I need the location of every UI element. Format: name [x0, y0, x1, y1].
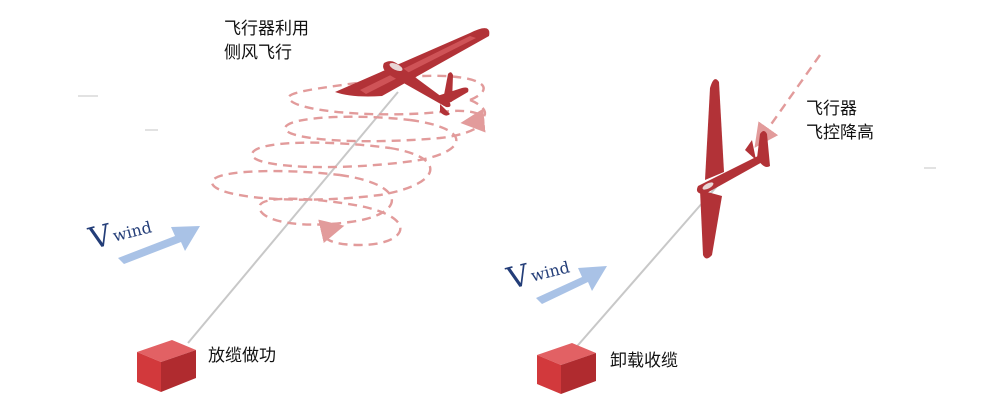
- left-tether: [187, 91, 399, 344]
- right-caption-line1: 飞行器: [806, 99, 857, 119]
- right-ground-caption: 卸载收缆: [610, 351, 678, 371]
- right-ground-box-icon: [537, 343, 596, 394]
- right-caption: 飞行器 飞控降高: [806, 97, 874, 145]
- right-panel: [536, 54, 821, 394]
- right-wind-arrow-icon: [536, 266, 607, 304]
- left-caption-line1: 飞行器利用: [224, 19, 309, 39]
- right-tether: [571, 184, 719, 353]
- left-panel: [118, 28, 490, 392]
- right-aircraft-icon: [696, 79, 770, 259]
- left-wind-subscript: wind: [110, 217, 154, 246]
- left-wind-arrow-icon: [118, 226, 200, 264]
- left-aircraft-icon: [335, 28, 490, 116]
- right-caption-line2: 飞控降高: [806, 123, 874, 143]
- left-ground-caption: 放缆做功: [208, 346, 276, 366]
- right-wind-subscript: wind: [528, 257, 572, 286]
- left-caption-line2: 侧风飞行: [224, 43, 292, 63]
- right-descent-arrow: [754, 54, 821, 148]
- left-caption: 飞行器利用 侧风飞行: [224, 17, 309, 65]
- left-ground-box-icon: [137, 340, 196, 392]
- left-flight-path: [210, 74, 487, 247]
- background-dashes: [78, 95, 936, 169]
